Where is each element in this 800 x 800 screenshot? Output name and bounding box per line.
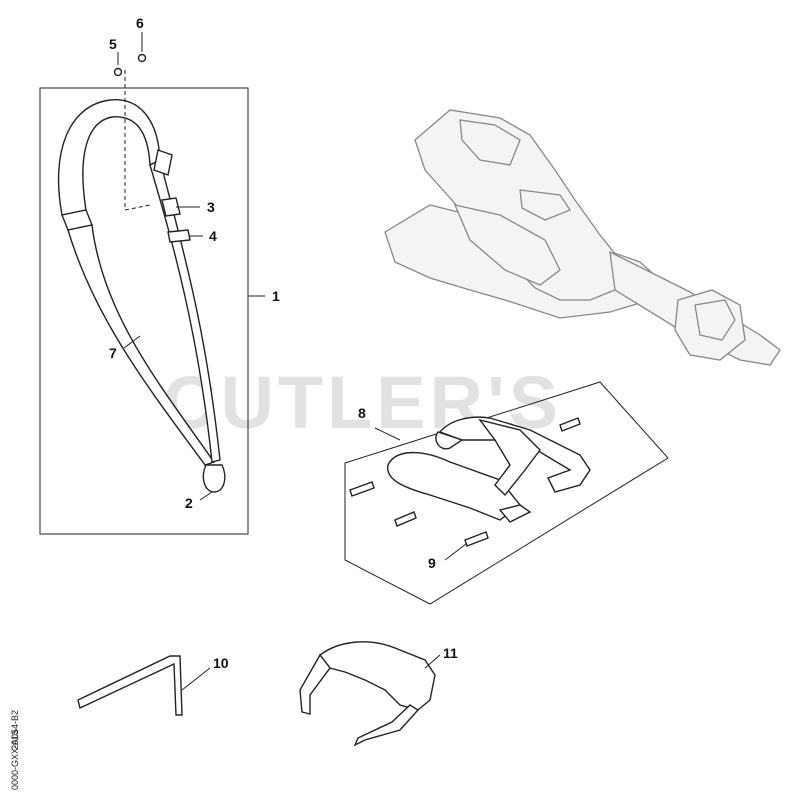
harness-group-box [39, 87, 249, 535]
callout-10: 10 [213, 655, 229, 671]
callout-11: 11 [443, 645, 458, 661]
leader-11 [424, 654, 441, 669]
loop-handle-bracket-icon [387, 416, 591, 523]
leader-10 [181, 667, 211, 691]
power-unit-outline [384, 109, 781, 366]
callout-8: 8 [358, 405, 366, 421]
diagram-reference-code: 0000-GXX-A054-B2 [10, 710, 20, 790]
hex-key-icon [77, 655, 183, 716]
callout-5: 5 [109, 36, 117, 52]
screw-icon [464, 531, 489, 547]
diagram-reference-year: 2013 [10, 730, 20, 750]
safety-glasses-icon [299, 641, 436, 747]
callout-6: 6 [136, 15, 144, 31]
screw-icon [559, 417, 581, 432]
callout-1: 1 [272, 288, 280, 304]
callout-7: 7 [109, 345, 117, 361]
carabiner-hook-icon [202, 464, 226, 493]
screw-icon [113, 67, 123, 77]
callout-9: 9 [428, 555, 436, 571]
callout-3: 3 [207, 199, 215, 215]
leader-2 [199, 491, 213, 501]
leader-7 [123, 335, 141, 349]
strap-slide-icon [167, 229, 191, 243]
leader-8 [374, 427, 401, 441]
handle-group-box [344, 381, 669, 605]
screw-icon [394, 511, 417, 527]
nut-icon [137, 53, 147, 63]
screw-icon [349, 481, 375, 497]
callout-2: 2 [185, 495, 193, 511]
leader-9 [444, 543, 467, 561]
callout-4: 4 [209, 228, 217, 244]
strap-buckle-icon [161, 197, 181, 217]
shoulder-strap-harness-icon [57, 70, 221, 466]
